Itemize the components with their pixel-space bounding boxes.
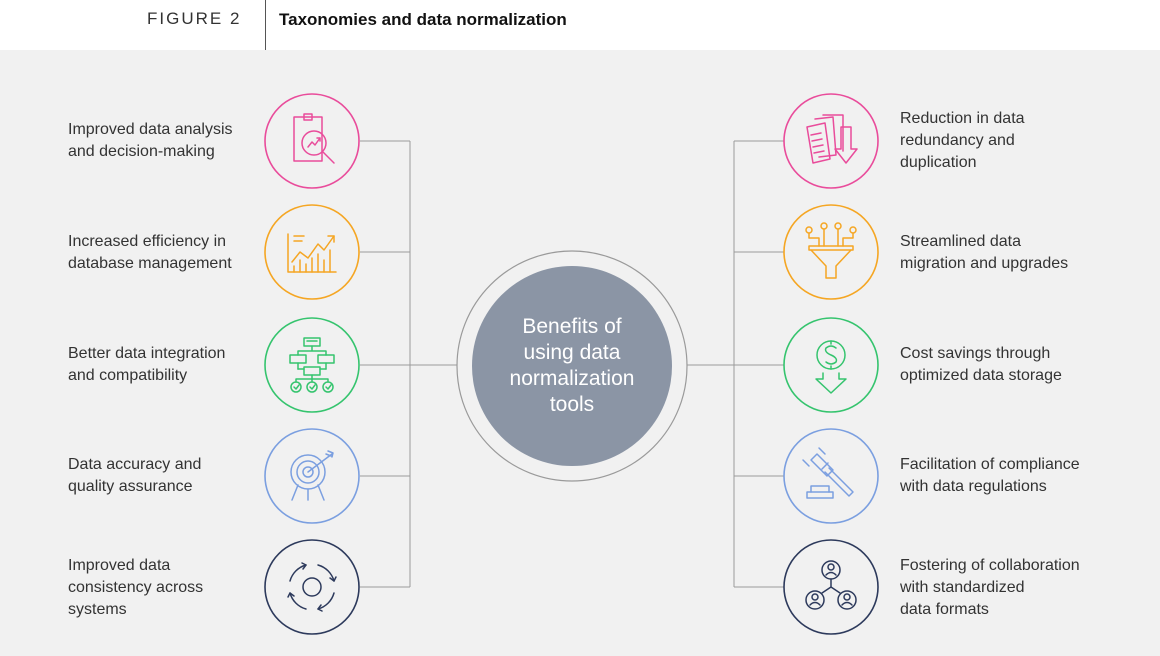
right-label-migration: Streamlined data migration and upgrades: [900, 233, 1069, 272]
gavel-icon: [783, 428, 879, 524]
funnel-icon: [783, 204, 879, 300]
right-label-cost: Cost savings through optimized data stor…: [900, 345, 1062, 384]
dollar-down-icon: [783, 317, 879, 413]
growth-chart-icon: [264, 204, 360, 300]
target-icon: [264, 428, 360, 524]
figure-title: Taxonomies and data normalization: [279, 10, 567, 29]
right-label-redundancy: Reduction in data redundancy and duplica…: [900, 110, 1025, 171]
documents-icon: [783, 93, 879, 189]
left-label-consistency: Improved data consistency across systems: [68, 557, 204, 618]
center-circle: [472, 266, 672, 466]
header-divider: [265, 0, 266, 50]
figure-header: FIGURE 2 Taxonomies and data normalizati…: [0, 0, 1160, 50]
left-label-analysis: Improved data analysis and decision-maki…: [68, 121, 233, 160]
people-network-icon: [783, 539, 879, 635]
right-label-collaboration: Fostering of collaboration with standard…: [900, 557, 1080, 618]
left-label-efficiency: Increased efficiency in database managem…: [68, 233, 232, 272]
figure-label: FIGURE 2: [147, 9, 242, 28]
left-label-accuracy: Data accuracy and quality assurance: [68, 456, 202, 495]
connector-lines: [360, 140, 785, 588]
center-title: Benefits of using data normalization too…: [509, 315, 635, 416]
right-label-compliance: Facilitation of compliance with data reg…: [900, 456, 1080, 495]
cycle-icon: [264, 539, 360, 635]
flowchart-icon: [264, 317, 360, 413]
magnifier-chart-icon: [264, 93, 360, 189]
left-label-integration: Better data integration and compatibilit…: [68, 345, 226, 384]
